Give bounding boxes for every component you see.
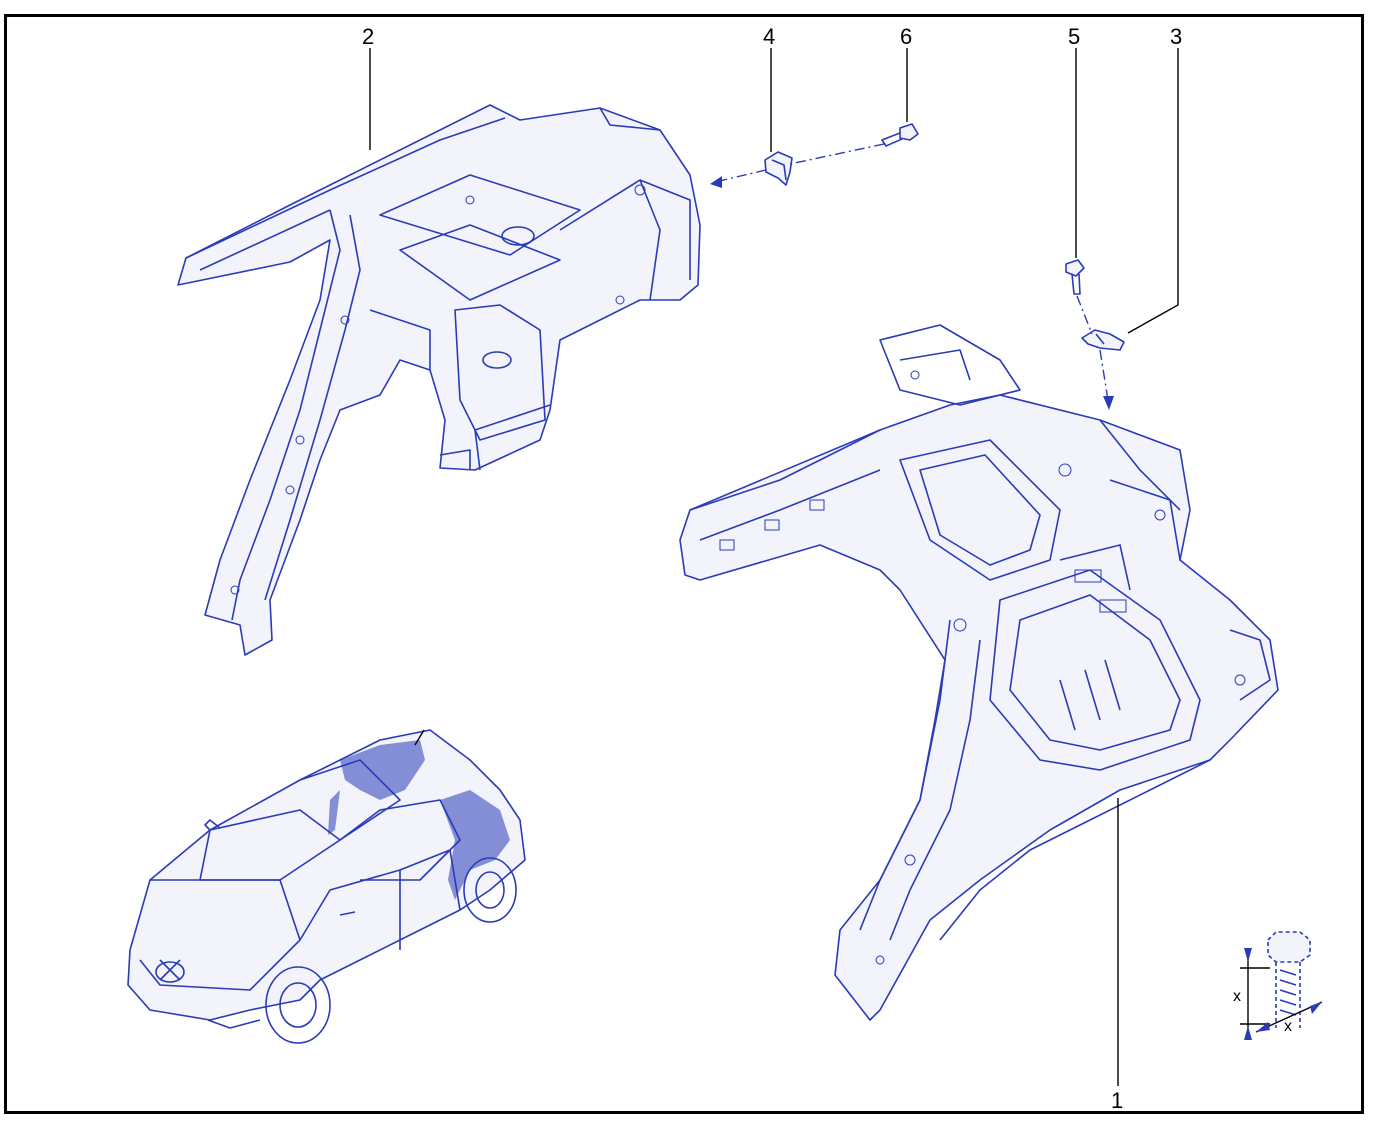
vehicle-location-thumbnail [127, 729, 526, 1044]
assembly-path-6-to-4 [789, 143, 885, 165]
diagram-frame [4, 14, 1364, 1114]
part-6-bolt [881, 123, 919, 147]
assembly-path-4-to-2 [714, 169, 767, 183]
leader-line-3 [1127, 48, 1179, 334]
callout-6: 6 [900, 24, 913, 49]
callout-3: 3 [1170, 24, 1183, 49]
assembly-path-3-to-1 [1099, 349, 1109, 401]
part-3-clip [1081, 329, 1125, 351]
callout-1: 1 [1111, 1088, 1124, 1113]
part-2-inner-panel [177, 104, 701, 656]
dimension-x-vertical: x [1233, 988, 1241, 1005]
arrow-head-3 [1103, 396, 1114, 410]
callout-2: 2 [362, 24, 375, 49]
dimension-x-horizontal: x [1284, 1018, 1292, 1035]
assembly-path-5-to-3 [1076, 295, 1093, 335]
part-1-wheel-arch-assembly [679, 324, 1279, 1021]
part-5-bolt [1065, 259, 1085, 295]
arrow-head-4 [710, 176, 722, 188]
bolt-dimension-symbol [1240, 931, 1323, 1040]
part-4-clip [764, 151, 793, 186]
callout-4: 4 [763, 24, 776, 49]
callout-5: 5 [1068, 24, 1081, 49]
